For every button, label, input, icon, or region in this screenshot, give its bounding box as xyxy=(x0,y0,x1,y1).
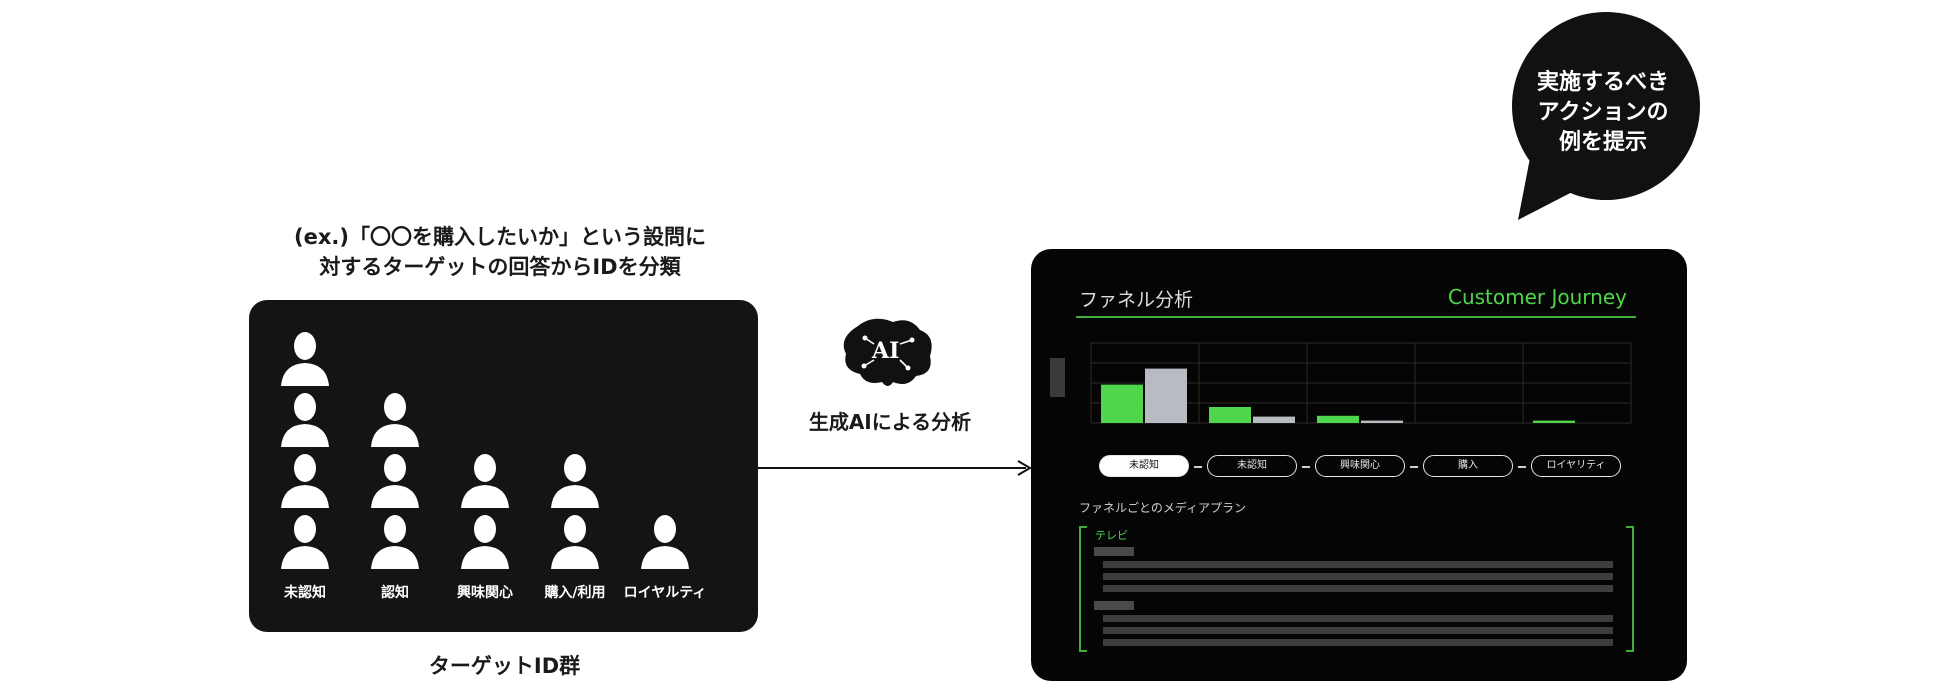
media-row-line xyxy=(1103,561,1613,568)
dashboard-title: ファネル分析 xyxy=(1079,289,1194,311)
stage-pill[interactable]: ロイヤリティ xyxy=(1531,455,1621,477)
question-line-2: 対するターゲットの回答からIDを分類 xyxy=(319,255,681,279)
media-row-line xyxy=(1103,639,1613,646)
person-icon xyxy=(279,513,331,569)
person-icon xyxy=(279,452,331,508)
column-label: 興味関心 xyxy=(457,585,513,601)
stage-pill[interactable]: 興味関心 xyxy=(1315,455,1405,477)
question-line-1: (ex.)「〇〇を購入したいか」という設問に xyxy=(294,225,706,249)
title-divider xyxy=(1076,316,1636,318)
bubble-text: 実施するべき アクションの 例を提示 xyxy=(1508,68,1698,158)
bar-green xyxy=(1101,384,1143,423)
brain-icon: AI xyxy=(843,318,932,386)
question-text: (ex.)「〇〇を購入したいか」という設問に 対するターゲットの回答からIDを分… xyxy=(250,222,750,282)
customer-journey-label: Customer Journey xyxy=(1447,285,1627,309)
stage-pill[interactable]: 未認知 xyxy=(1207,455,1297,477)
scroll-handle[interactable] xyxy=(1050,358,1065,397)
bar-gray xyxy=(1145,368,1187,423)
media-row-marker xyxy=(1094,601,1134,610)
funnel-dashboard: ファネル分析 Customer Journey 未認知未認知興味関心購入ロイヤリ… xyxy=(1031,249,1687,681)
person-icon xyxy=(549,513,601,569)
ai-logo-text: AI xyxy=(871,338,899,364)
bar-green xyxy=(1533,420,1575,423)
person-icon xyxy=(279,391,331,447)
column-label: 未認知 xyxy=(284,585,326,601)
media-row-line xyxy=(1103,615,1613,622)
bubble-line-2: アクションの xyxy=(1537,100,1669,125)
stage-connector xyxy=(1194,466,1202,468)
person-icon xyxy=(459,513,511,569)
column-label: 購入/利用 xyxy=(544,585,606,601)
column-label: ロイヤルティ xyxy=(623,585,707,601)
bar-gray xyxy=(1253,416,1295,423)
column-label: 認知 xyxy=(381,585,409,601)
person-icon xyxy=(369,513,421,569)
stage-connector xyxy=(1410,466,1418,468)
person-icon xyxy=(459,452,511,508)
media-bracket-left xyxy=(1079,526,1087,652)
target-id-panel: 未認知 認知 興味関心 購入/利用 ロイヤルティ xyxy=(249,300,758,632)
media-plan-title: ファネルごとのメディアプラン xyxy=(1079,501,1247,515)
media-row-line xyxy=(1103,573,1613,580)
speech-bubble xyxy=(1512,12,1700,220)
bar-green xyxy=(1317,415,1359,423)
stage-pill[interactable]: 購入 xyxy=(1423,455,1513,477)
media-label-tv: テレビ xyxy=(1095,529,1128,542)
bubble-line-1: 実施するべき xyxy=(1536,70,1669,95)
stage-connector xyxy=(1518,466,1526,468)
person-icon xyxy=(639,513,691,569)
bubble-line-3: 例を提示 xyxy=(1558,130,1647,155)
ai-analysis-caption: 生成AIによる分析 xyxy=(808,410,972,434)
panel-caption: ターゲットID群 xyxy=(428,654,581,678)
flow-arrow xyxy=(758,460,1032,476)
bar-gray xyxy=(1361,420,1403,423)
media-row-line xyxy=(1103,627,1613,634)
funnel-bar-chart xyxy=(1090,342,1632,424)
media-row-marker xyxy=(1094,547,1134,556)
funnel-stage-row: 未認知未認知興味関心購入ロイヤリティ xyxy=(1099,455,1639,481)
person-icon xyxy=(369,391,421,447)
person-icon xyxy=(369,452,421,508)
stage-pill[interactable]: 未認知 xyxy=(1099,455,1189,477)
bar-green xyxy=(1209,407,1251,423)
media-bracket-right xyxy=(1626,526,1634,652)
stage-connector xyxy=(1302,466,1310,468)
person-icon xyxy=(279,330,331,386)
media-row-line xyxy=(1103,585,1613,592)
person-icon xyxy=(549,452,601,508)
